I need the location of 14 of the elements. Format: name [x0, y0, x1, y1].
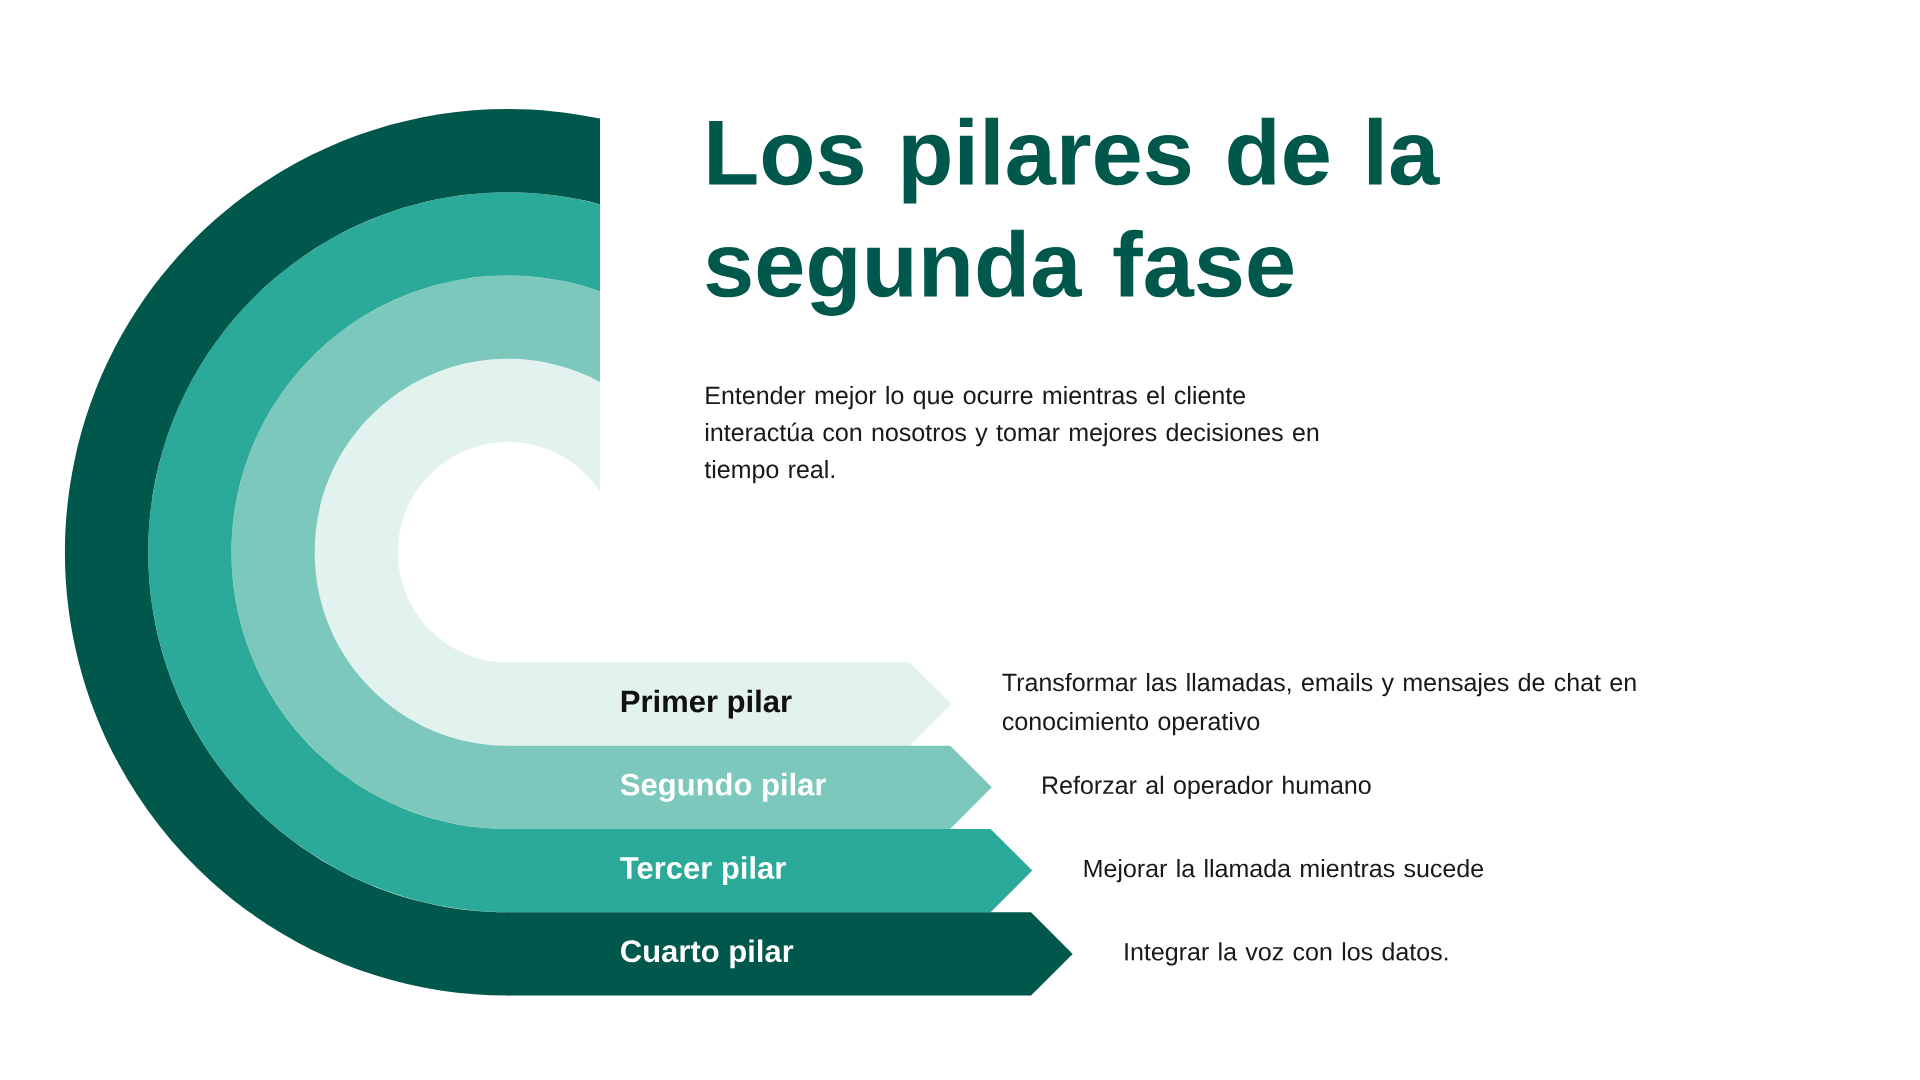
- description-text: Mejorar la llamada mientras sucede: [1084, 858, 1484, 883]
- description-text: Integrar la voz con los datos.: [1125, 942, 1448, 966]
- arrow-band: Primer pilar: [508, 662, 952, 746]
- description-text: Reforzar al operador humano: [1043, 775, 1371, 799]
- description-text: Transformar las llamadas, emails y mensajes de chat en conocimiento operativo: [1002, 672, 1636, 736]
- arrow-band: Segundo pilar: [508, 745, 992, 829]
- intro-text: Entender mejor lo que ocurre mientras el cliente interactúa con nosotros y tomar mejores decisiones en tiempo real.: [704, 385, 1319, 484]
- title: Los pilares de la segunda fase: [706, 117, 1440, 316]
- arrow-band: Cuarto pilar: [508, 912, 1073, 996]
- node-label: Tercer pilar: [620, 856, 786, 886]
- arrow-band: Tercer pilar: [508, 829, 1033, 913]
- node-label: Cuarto pilar: [621, 939, 794, 969]
- node-label: Primer pilar: [621, 689, 792, 719]
- node-label: Segundo pilar: [620, 772, 826, 802]
